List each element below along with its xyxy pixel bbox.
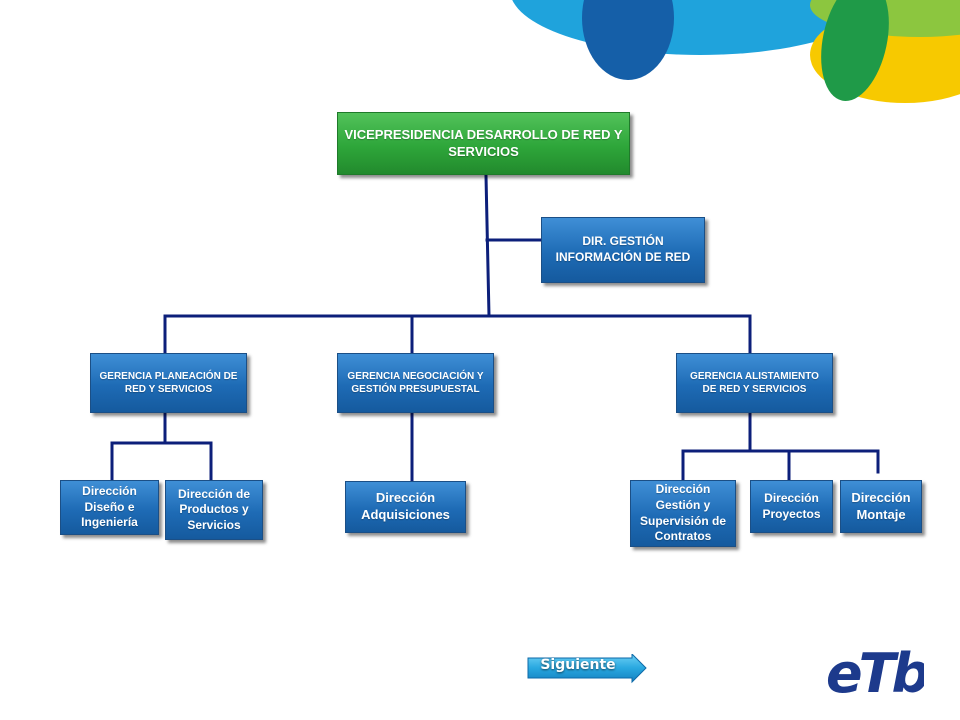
node-gerencia-planeacion: GERENCIA PLANEACIÓN DE RED Y SERVICIOS [90,353,247,413]
etb-logo: eTb [826,642,924,705]
node-dir-gestion-informacion-label: DIR. GESTIÓN INFORMACIÓN DE RED [555,234,691,264]
node-gerencia-alistamiento: GERENCIA ALISTAMIENTO DE RED Y SERVICIOS [676,353,833,413]
node-dir-proyectos: Dirección Proyectos [750,480,833,533]
decor-green-shape [821,0,889,102]
node-dir-diseno-ingenieria-label: Dirección Diseño e Ingeniería [81,484,138,530]
etb-logo-text: eTb [826,642,924,705]
node-dir-adquisiciones: Dirección Adquisiciones [345,481,466,533]
node-vicepresidencia-label: VICEPRESIDENCIA DESARROLLO DE RED Y SERV… [344,126,623,159]
node-dir-gestion-contratos: Dirección Gestión y Supervisión de Contr… [630,480,736,547]
node-gerencia-planeacion-label: GERENCIA PLANEACIÓN DE RED Y SERVICIOS [99,371,238,395]
node-dir-montaje-label: Dirección Montaje [851,489,911,522]
node-dir-proyectos-label: Dirección Proyectos [762,490,821,521]
node-vicepresidencia: VICEPRESIDENCIA DESARROLLO DE RED Y SERV… [337,112,630,175]
siguiente-label: Siguiente [540,657,616,673]
node-dir-diseno-ingenieria: Dirección Diseño e Ingeniería [60,480,159,535]
node-dir-montaje: Dirección Montaje [840,480,922,533]
node-dir-productos-servicios: Dirección de Productos y Servicios [165,480,263,540]
node-dir-adquisiciones-label: Dirección Adquisiciones [361,490,450,522]
arrow-right-icon [527,654,647,684]
decor-dark-blue-shape [582,0,674,80]
node-gerencia-negociacion: GERENCIA NEGOCIACIÓN Y GESTIÓN PRESUPUES… [337,353,494,413]
node-gerencia-alistamiento-label: GERENCIA ALISTAMIENTO DE RED Y SERVICIOS [690,371,819,395]
node-gerencia-negociacion-label: GERENCIA NEGOCIACIÓN Y GESTIÓN PRESUPUES… [347,371,484,395]
connector-vp-trunk [484,174,491,318]
node-dir-gestion-contratos-label: Dirección Gestión y Supervisión de Contr… [639,482,727,544]
node-dir-productos-servicios-label: Dirección de Productos y Servicios [177,486,251,532]
siguiente-button[interactable]: Siguiente [526,654,648,684]
node-dir-gestion-informacion: DIR. GESTIÓN INFORMACIÓN DE RED [541,217,705,283]
